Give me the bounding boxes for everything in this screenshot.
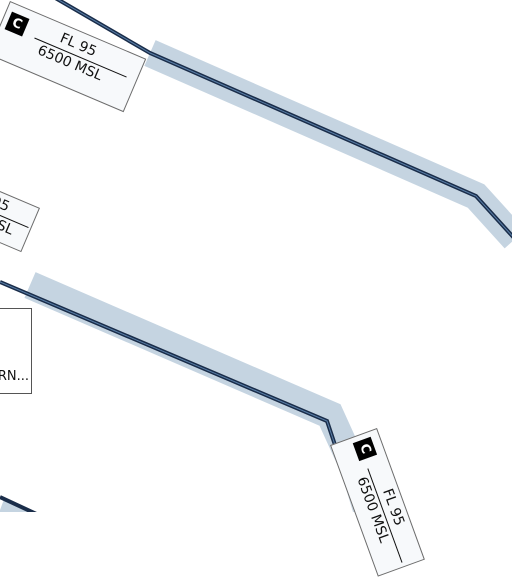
- airspace-boundary-buffer: [24, 272, 383, 512]
- map-note-box[interactable]: RN...: [0, 308, 32, 394]
- airspace-boundary-line: [0, 495, 37, 512]
- airspace-class-c-icon: C: [4, 11, 30, 37]
- map-note-text: RN...: [0, 369, 29, 384]
- airspace-boundary-line-inner: [57, 0, 512, 237]
- airspace-class-c-icon: C: [352, 436, 378, 462]
- airspace-boundary-buffer: [144, 40, 512, 249]
